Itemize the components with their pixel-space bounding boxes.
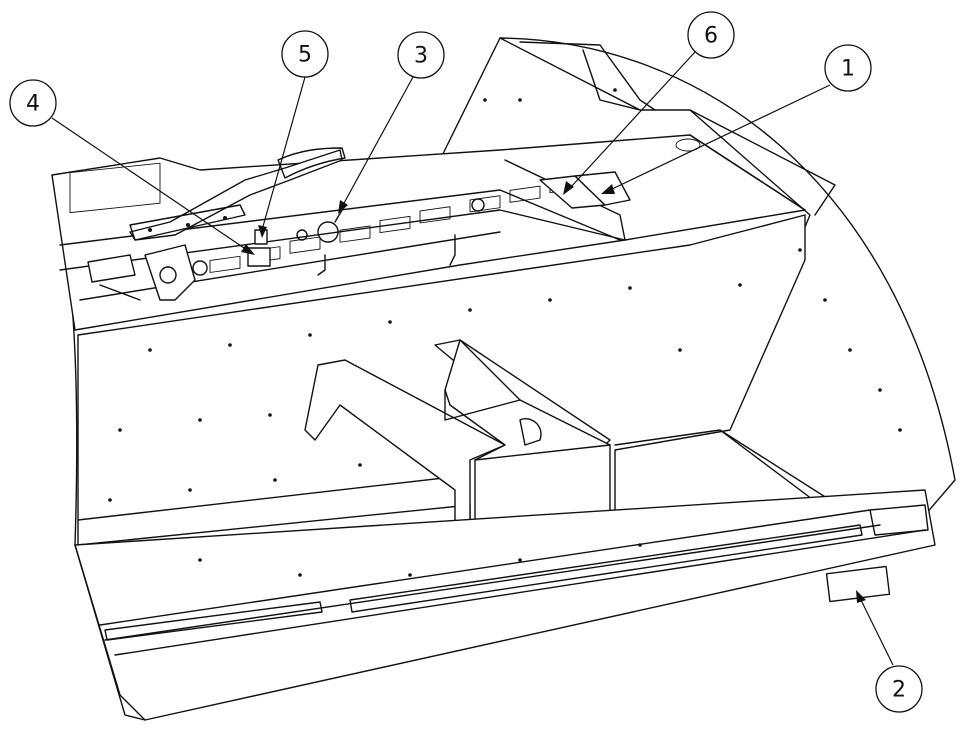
callout-circle-3 [397,31,445,79]
callout-label-5: 5 [298,43,312,68]
callout-2-group: 2 [856,590,923,713]
callout-label-6: 6 [704,24,718,49]
callout-label-3: 3 [414,44,428,69]
label-plate-1 [574,171,631,206]
callout-label-4: 4 [26,92,40,117]
callout-6-group: 6 [563,11,735,195]
handle-lever [129,147,346,241]
rivet-dots [108,88,902,577]
callout-circle-4 [9,79,57,127]
callout-5-group: 5 [258,30,329,238]
callout-circle-2 [875,665,923,713]
callout-4-group: 4 [9,79,255,255]
right-side-housing [434,37,956,516]
callout-label-1: 1 [841,57,855,82]
callout-1-group: 1 [601,44,872,194]
center-support-frame [304,339,611,546]
callout-circle-5 [281,30,329,78]
callout-label-2: 2 [892,678,906,703]
callout-circle-1 [824,44,872,92]
callout-3-group: 3 [338,31,445,214]
front-trough [74,489,936,721]
back-wall-panel [77,214,831,546]
callout-circle-6 [687,11,735,59]
